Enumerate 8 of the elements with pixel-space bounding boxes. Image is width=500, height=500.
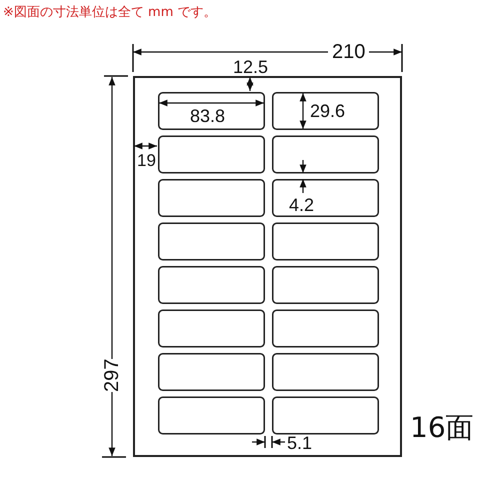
label-count: 16面 xyxy=(410,414,474,442)
dimension-text: 83.8 xyxy=(190,107,226,125)
dimension-text: 29.6 xyxy=(310,102,346,120)
dimension-text: 19 xyxy=(137,152,156,169)
dimension-text: 12.5 xyxy=(233,58,268,76)
unit-note: ※図面の寸法単位は全て mm です。 xyxy=(3,6,216,19)
dimension-text: 4.2 xyxy=(289,196,314,214)
dimension-text: 5.1 xyxy=(287,434,312,452)
